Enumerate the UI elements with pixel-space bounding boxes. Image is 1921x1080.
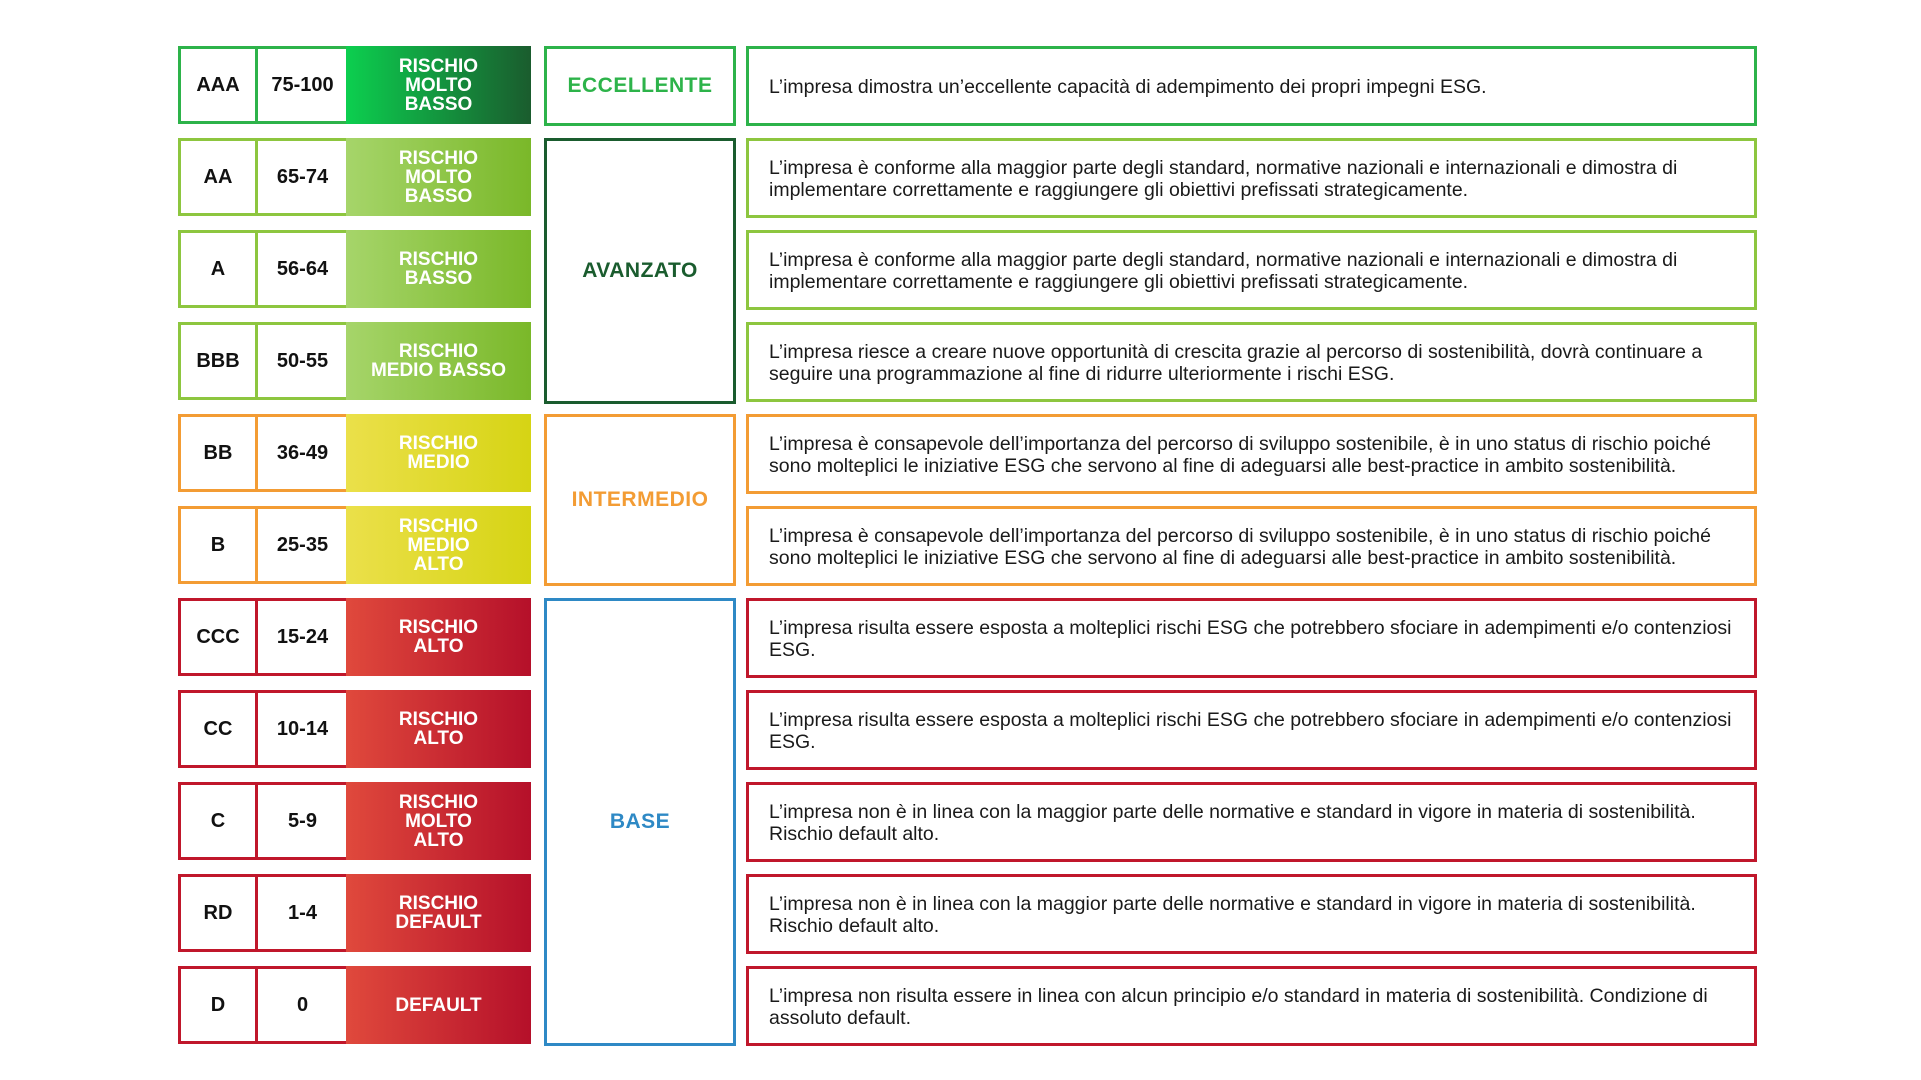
description-text: L’impresa risulta essere esposta a molte… [769, 709, 1732, 753]
rating-score: 65-74 [256, 138, 349, 216]
description-b: L’impresa è consapevole dell’importanza … [746, 506, 1757, 586]
description-text: L’impresa non è in linea con la maggior … [769, 801, 1696, 845]
rating-code: BB [178, 414, 258, 492]
rating-code: D [178, 966, 258, 1044]
rating-score: 0 [256, 966, 349, 1044]
description-text: L’impresa dimostra un’eccellente capacit… [769, 76, 1487, 98]
rating-row-aaa: AAA 75-100 RISCHIO MOLTO BASSO [178, 46, 531, 124]
rating-score: 5-9 [256, 782, 349, 860]
rating-row-bb: BB 36-49 RISCHIO MEDIO [178, 414, 531, 492]
rating-row-b: B 25-35 RISCHIO MEDIO ALTO [178, 506, 531, 584]
description-bb: L’impresa è consapevole dell’importanza … [746, 414, 1757, 494]
rating-score: 56-64 [256, 230, 349, 308]
description-c: L’impresa non è in linea con la maggior … [746, 782, 1757, 862]
description-cc: L’impresa risulta essere esposta a molte… [746, 690, 1757, 770]
description-text: L’impresa risulta essere esposta a molte… [769, 617, 1732, 661]
rating-score: 25-35 [256, 506, 349, 584]
risk-label: RISCHIO ALTO [346, 690, 531, 768]
rating-score: 10-14 [256, 690, 349, 768]
rating-code: C [178, 782, 258, 860]
rating-row-cc: CC 10-14 RISCHIO ALTO [178, 690, 531, 768]
risk-label: RISCHIO MEDIO [346, 414, 531, 492]
rating-score: 1-4 [256, 874, 349, 952]
description-aa: L’impresa è conforme alla maggior parte … [746, 138, 1757, 218]
description-d: L’impresa non risulta essere in linea co… [746, 966, 1757, 1046]
rating-score: 36-49 [256, 414, 349, 492]
risk-label: RISCHIO DEFAULT [346, 874, 531, 952]
description-rd: L’impresa non è in linea con la maggior … [746, 874, 1757, 954]
description-aaa: L’impresa dimostra un’eccellente capacit… [746, 46, 1757, 126]
rating-code: BBB [178, 322, 258, 400]
rating-code: AA [178, 138, 258, 216]
rating-row-c: C 5-9 RISCHIO MOLTO ALTO [178, 782, 531, 860]
risk-label: RISCHIO MOLTO ALTO [346, 782, 531, 860]
rating-code: CC [178, 690, 258, 768]
description-text: L’impresa è consapevole dell’importanza … [769, 525, 1711, 569]
description-bbb: L’impresa riesce a creare nuove opportun… [746, 322, 1757, 402]
level-avanzato: AVANZATO [544, 138, 736, 404]
risk-label: RISCHIO ALTO [346, 598, 531, 676]
rating-row-a: A 56-64 RISCHIO BASSO [178, 230, 531, 308]
rating-row-aa: AA 65-74 RISCHIO MOLTO BASSO [178, 138, 531, 216]
rating-row-ccc: CCC 15-24 RISCHIO ALTO [178, 598, 531, 676]
description-text: L’impresa riesce a creare nuove opportun… [769, 341, 1703, 385]
risk-label: DEFAULT [346, 966, 531, 1044]
rating-row-d: D 0 DEFAULT [178, 966, 531, 1044]
risk-label: RISCHIO MOLTO BASSO [346, 46, 531, 124]
rating-score: 50-55 [256, 322, 349, 400]
rating-code: CCC [178, 598, 258, 676]
risk-label: RISCHIO MEDIO ALTO [346, 506, 531, 584]
level-eccellente: ECCELLENTE [544, 46, 736, 126]
risk-label: RISCHIO MEDIO BASSO [346, 322, 531, 400]
rating-code: AAA [178, 46, 258, 124]
level-intermedio: INTERMEDIO [544, 414, 736, 586]
level-base: BASE [544, 598, 736, 1046]
description-text: L’impresa è consapevole dell’importanza … [769, 433, 1711, 477]
rating-code: B [178, 506, 258, 584]
rating-score: 75-100 [256, 46, 349, 124]
rating-code: A [178, 230, 258, 308]
description-text: L’impresa è conforme alla maggior parte … [769, 157, 1678, 201]
risk-label: RISCHIO BASSO [346, 230, 531, 308]
description-a: L’impresa è conforme alla maggior parte … [746, 230, 1757, 310]
description-ccc: L’impresa risulta essere esposta a molte… [746, 598, 1757, 678]
rating-row-rd: RD 1-4 RISCHIO DEFAULT [178, 874, 531, 952]
description-text: L’impresa non risulta essere in linea co… [769, 985, 1708, 1029]
risk-label: RISCHIO MOLTO BASSO [346, 138, 531, 216]
description-text: L’impresa è conforme alla maggior parte … [769, 249, 1678, 293]
rating-score: 15-24 [256, 598, 349, 676]
description-text: L’impresa non è in linea con la maggior … [769, 893, 1696, 937]
rating-row-bbb: BBB 50-55 RISCHIO MEDIO BASSO [178, 322, 531, 400]
rating-code: RD [178, 874, 258, 952]
